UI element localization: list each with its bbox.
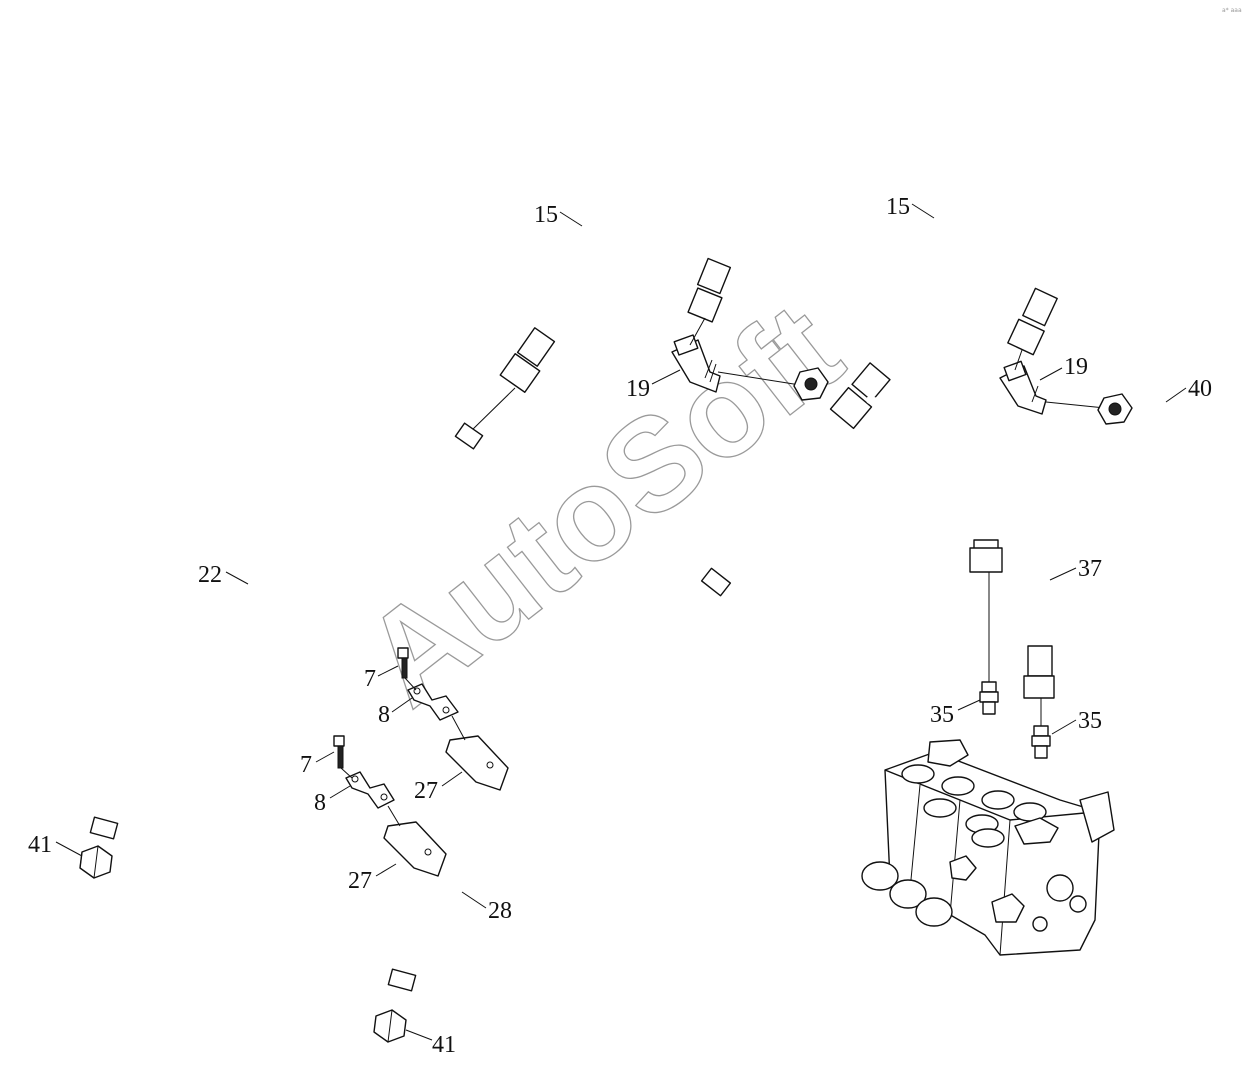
connector-line-left-elbow xyxy=(717,371,801,386)
nut-41-left xyxy=(79,845,113,879)
corner-mark: a* aaa xyxy=(1222,7,1242,14)
leader-28 xyxy=(461,891,487,909)
leader-35-right xyxy=(1051,719,1077,735)
hose-15-right xyxy=(829,72,1105,430)
callout-28: 28 xyxy=(488,898,512,924)
clamp-block-line-upper xyxy=(451,715,466,741)
leader-7-lower xyxy=(315,751,335,763)
pipe-22 xyxy=(89,422,484,840)
leader-40 xyxy=(1165,387,1187,403)
pipe-28 xyxy=(387,426,844,992)
leader-8-upper xyxy=(391,697,413,713)
callout-41-left: 41 xyxy=(28,832,52,858)
leader-22 xyxy=(225,571,249,585)
hose-37 xyxy=(866,396,1166,699)
leader-7-upper xyxy=(377,665,399,677)
bolt-7-upper xyxy=(397,647,409,679)
callout-15-right: 15 xyxy=(886,194,910,220)
control-valve-block xyxy=(861,739,1115,956)
callout-8-upper: 8 xyxy=(378,702,390,728)
leader-35-left xyxy=(957,699,981,711)
connector-line-hose15-right-lower xyxy=(1014,349,1023,371)
leader-27-lower xyxy=(375,863,397,877)
bolt-clamp-line-upper xyxy=(404,677,417,691)
callout-40: 40 xyxy=(1188,376,1212,402)
callout-27-lower: 27 xyxy=(348,868,372,894)
clamp-block-line-lower xyxy=(387,805,401,827)
watermark-text: AutoSoft xyxy=(337,275,867,734)
callout-7-lower: 7 xyxy=(300,752,312,778)
leader-19-left xyxy=(651,369,681,385)
callout-37: 37 xyxy=(1078,556,1102,582)
hose-15-left xyxy=(499,35,797,393)
leader-15-left xyxy=(559,211,583,227)
block-27-upper xyxy=(445,735,509,791)
leader-41-bottom xyxy=(405,1029,433,1041)
block-27-lower xyxy=(383,821,447,877)
callout-22: 22 xyxy=(198,562,222,588)
callout-19-right: 19 xyxy=(1064,354,1088,380)
callout-7-upper: 7 xyxy=(364,666,376,692)
clamp-8-lower xyxy=(345,771,395,809)
leader-8-lower xyxy=(329,785,351,799)
callout-15-left: 15 xyxy=(534,202,558,228)
callout-41-bottom: 41 xyxy=(432,1032,456,1058)
elbow-19-right xyxy=(999,360,1047,415)
leader-15-right xyxy=(911,203,935,219)
fitting-35-left xyxy=(979,681,999,715)
leader-37 xyxy=(1049,567,1077,581)
bolt-7-lower xyxy=(333,735,345,769)
clamp-8-upper xyxy=(407,683,459,721)
elbow-19-left xyxy=(671,334,721,393)
bolt-clamp-line-lower xyxy=(340,767,353,779)
connector-line-right-elbow xyxy=(1045,401,1106,409)
callout-35-right: 35 xyxy=(1078,708,1102,734)
connector-line-hose15-lower xyxy=(689,317,706,346)
leader-41-left xyxy=(55,841,83,857)
adapter-40 xyxy=(1097,393,1133,425)
nut-41-bottom xyxy=(373,1009,407,1043)
callout-35-left: 35 xyxy=(930,702,954,728)
hex-nut-upper xyxy=(793,367,829,401)
callout-27-upper: 27 xyxy=(414,778,438,804)
callout-19-left: 19 xyxy=(626,376,650,402)
fitting-35-right xyxy=(1031,725,1051,759)
leader-19-right xyxy=(1039,367,1063,381)
connector-line-pipe22 xyxy=(469,387,516,433)
callout-8-lower: 8 xyxy=(314,790,326,816)
leader-27-upper xyxy=(441,771,463,787)
